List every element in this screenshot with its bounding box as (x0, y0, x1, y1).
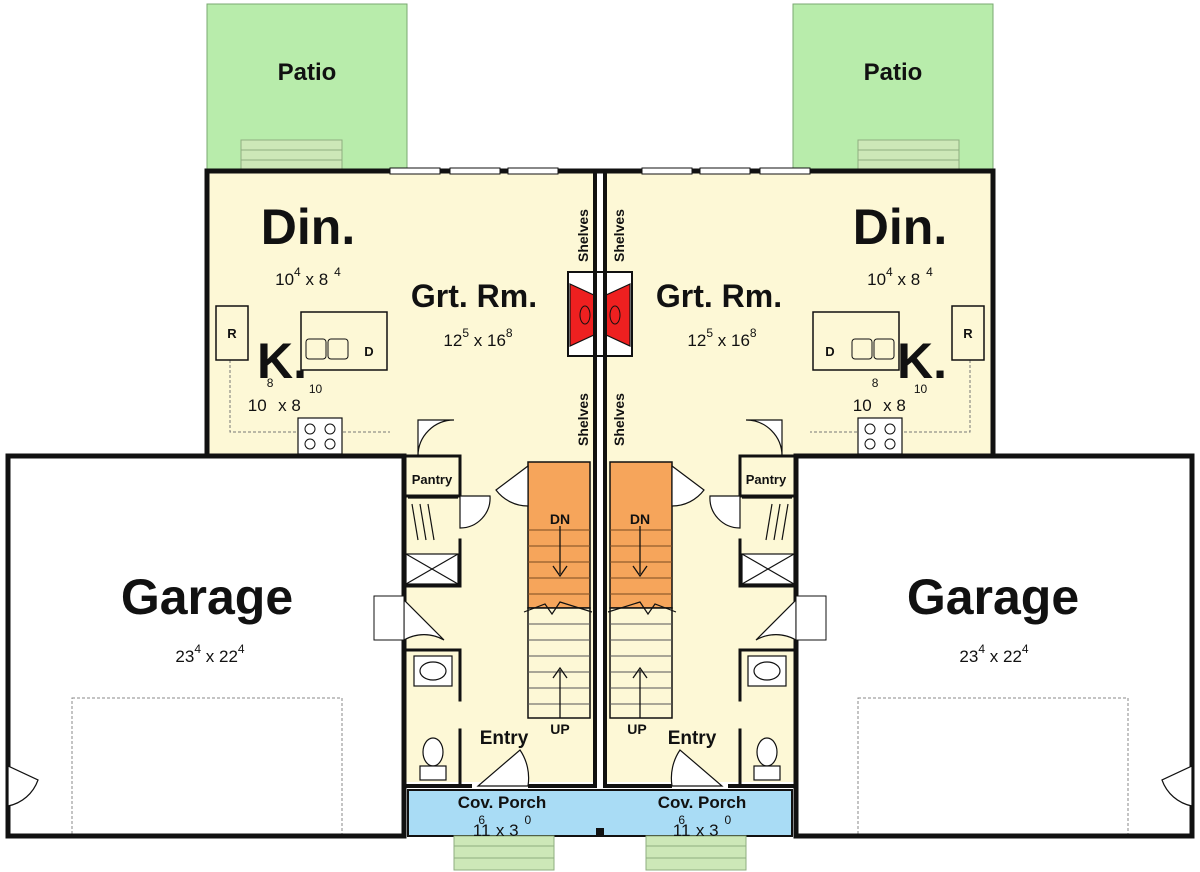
walls (5, 168, 1195, 839)
sink-icon (305, 338, 349, 360)
sink-icon (851, 338, 895, 360)
garage-dims-right: 234 x 224 (959, 642, 1029, 666)
kitchen-counter-right (810, 360, 971, 433)
closet-hanger-right (742, 497, 792, 541)
great-room-label-right: Grt. Rm. (656, 278, 782, 314)
toilet-icon (753, 737, 781, 781)
great-room-dims-left: 125 x 168 (443, 326, 513, 350)
fridge-right (951, 305, 985, 361)
shelves-label-bottom-left: Shelves (575, 393, 591, 446)
kitchen-island-left (300, 311, 388, 371)
range-icon (857, 417, 903, 455)
bath-sink-icon (747, 655, 787, 687)
closet-hanger-left (408, 497, 458, 541)
washer-dryer-right (741, 553, 795, 585)
shelves-label-top-right: Shelves (611, 209, 627, 262)
kitchen-label-left: K. (257, 333, 307, 389)
fridge-label-left: R (227, 326, 237, 341)
garage-entry-step (373, 595, 827, 641)
fridge-left (215, 305, 249, 361)
dining-label-left: Din. (261, 199, 355, 255)
fridge-label-right: R (963, 326, 973, 341)
range-icon (297, 417, 343, 455)
stairs-up-label-left: UP (550, 721, 569, 737)
door-swings (7, 419, 1193, 807)
porch-dims-left: 116 x 30 (473, 813, 532, 840)
great-room-label-left: Grt. Rm. (411, 278, 537, 314)
porch-column (596, 828, 604, 836)
porch-dims-right: 116 x 30 (673, 813, 732, 840)
stairs-down-left (527, 461, 591, 609)
porch-label-right: Cov. Porch (658, 793, 746, 812)
front-walk-left (453, 835, 555, 871)
stairs-down-right (609, 461, 673, 609)
kitchen-island-right (812, 311, 900, 371)
great-room-dims-right: 125 x 168 (687, 326, 757, 350)
washer-dryer-left (405, 553, 459, 585)
shelves-label-top-left: Shelves (575, 209, 591, 262)
stairs-up-label-right: UP (627, 721, 646, 737)
pantry-label-right: Pantry (746, 472, 787, 487)
entry-label-left: Entry (480, 728, 529, 749)
kitchen-counter-left (229, 360, 390, 433)
stairs-up-left (523, 601, 593, 719)
patio-step-left (240, 139, 343, 171)
front-walk-right (645, 835, 747, 871)
stairs-down-label-left: DN (550, 511, 570, 527)
garage-label-left: Garage (121, 569, 293, 625)
porch-label-left: Cov. Porch (458, 793, 546, 812)
patio-label-right: Patio (864, 59, 923, 86)
kitchen-dims-left: 108 x 810 (248, 376, 323, 415)
dishwasher-label-right: D (825, 344, 834, 359)
garage-label-right: Garage (907, 569, 1079, 625)
garage-floor-left (8, 456, 403, 836)
windows-top (389, 167, 811, 175)
toilet-icon (419, 737, 447, 781)
patio-step-right (857, 139, 960, 171)
kitchen-label-right: K. (897, 333, 947, 389)
bath-sink-icon (413, 655, 453, 687)
entry-label-right: Entry (668, 728, 717, 749)
patio-label-left: Patio (278, 59, 337, 86)
pantry-label-left: Pantry (412, 472, 453, 487)
dishwasher-label-left: D (364, 344, 373, 359)
shelves-label-bottom-right: Shelves (611, 393, 627, 446)
dining-label-right: Din. (853, 199, 947, 255)
garage-dims-left: 234 x 224 (175, 642, 245, 666)
stairs-up-right (607, 601, 677, 719)
stairs-down-label-right: DN (630, 511, 650, 527)
kitchen-dims-right: 108 x 810 (853, 376, 928, 415)
garage-floor-right (797, 456, 1192, 836)
fireplace-icon (567, 271, 633, 357)
